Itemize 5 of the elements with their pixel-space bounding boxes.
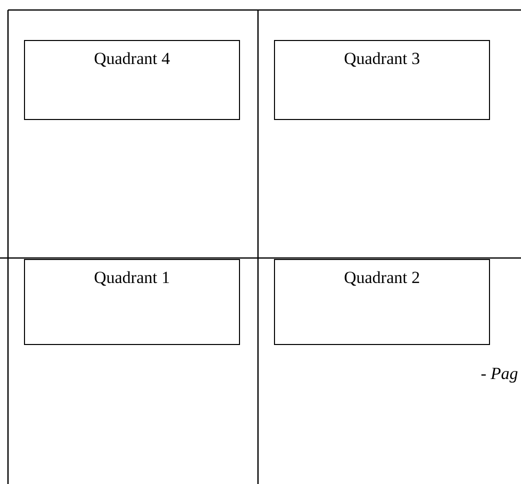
page-footer-text: - Pag <box>480 364 518 384</box>
quadrant-box: Quadrant 2 <box>274 259 490 345</box>
quadrant-box: Quadrant 3 <box>274 40 490 120</box>
quadrant-box: Quadrant 4 <box>24 40 240 120</box>
quadrant-box: Quadrant 1 <box>24 259 240 345</box>
